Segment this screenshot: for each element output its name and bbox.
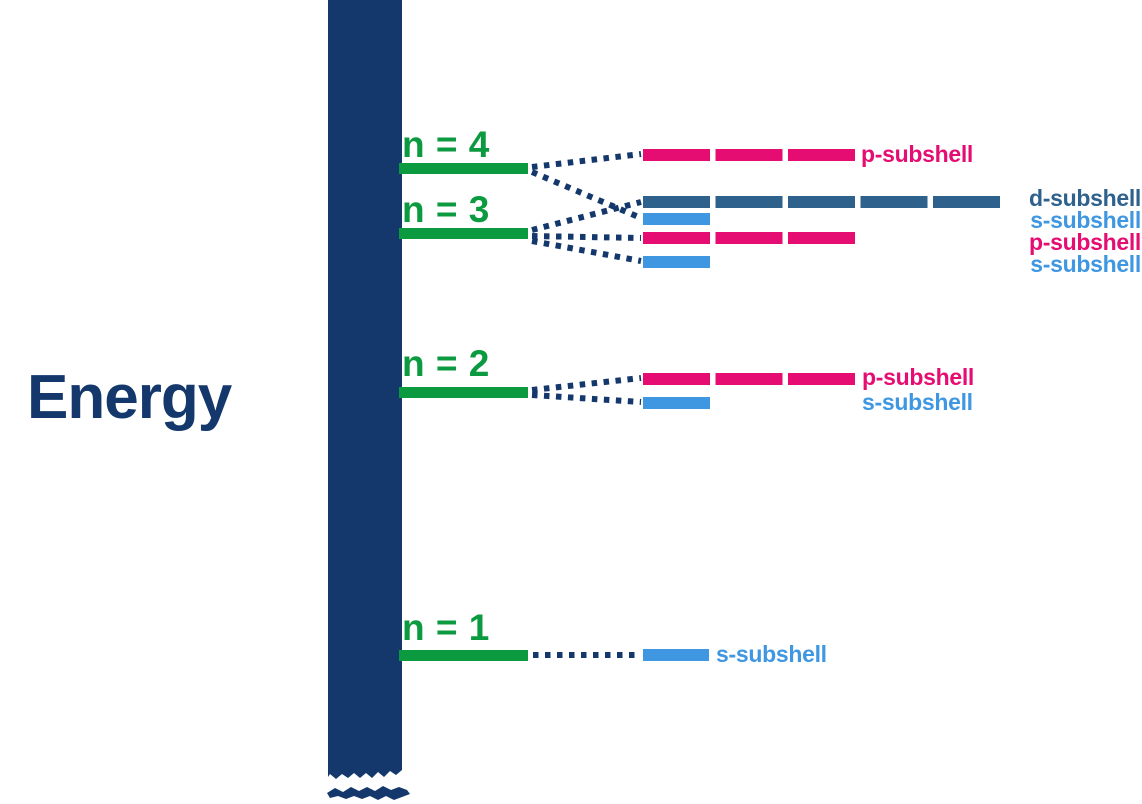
connector-n2-2p bbox=[531, 375, 642, 393]
subshell-label-3d: d-subshell bbox=[1028, 185, 1141, 211]
subshell-bar-4p bbox=[643, 149, 855, 161]
subshell-bar-2p bbox=[643, 373, 855, 385]
subshell-bar-1s bbox=[643, 649, 709, 661]
axis-bar-shape bbox=[328, 0, 402, 779]
subshell-bar-3s bbox=[643, 256, 710, 268]
level-label-n4: n = 4 bbox=[402, 124, 490, 165]
subshell-label-4p: p-subshell bbox=[861, 141, 974, 167]
connector-n3-3s bbox=[531, 238, 642, 264]
connector-n3-3p bbox=[531, 233, 642, 241]
subshell-label-1s: s-subshell bbox=[716, 641, 827, 667]
energy-axis-bar bbox=[327, 0, 410, 800]
connector-n4-4p bbox=[531, 151, 642, 170]
subshell-label-4s: s-subshell bbox=[1030, 207, 1141, 233]
level-label-n3: n = 3 bbox=[402, 189, 490, 230]
subshell-bar-4s bbox=[643, 213, 710, 225]
level-label-n2: n = 2 bbox=[402, 343, 490, 384]
subshell-bar-2s bbox=[643, 397, 710, 409]
level-bar-n2 bbox=[399, 387, 528, 398]
subshell-label-2p: p-subshell bbox=[862, 364, 975, 390]
level-bar-n3 bbox=[399, 228, 528, 239]
axis-torn-fragment bbox=[327, 786, 410, 800]
subshell-bar-3d bbox=[643, 196, 1000, 208]
level-bar-n4 bbox=[399, 163, 528, 174]
subshell-label-3p: p-subshell bbox=[1028, 229, 1141, 255]
connector-n2-2s bbox=[531, 392, 642, 405]
y-axis-label: Energy bbox=[27, 363, 232, 432]
connector-lines bbox=[530, 151, 643, 658]
level-label-n1: n = 1 bbox=[402, 607, 490, 648]
connector-n4-4s bbox=[530, 169, 643, 221]
subshell-label-2s: s-subshell bbox=[862, 389, 973, 415]
connector-n3-3d bbox=[531, 199, 642, 233]
subshell-label-3s: s-subshell bbox=[1030, 251, 1141, 277]
level-bar-n1 bbox=[399, 650, 528, 661]
subshell-bar-3p bbox=[643, 232, 855, 244]
